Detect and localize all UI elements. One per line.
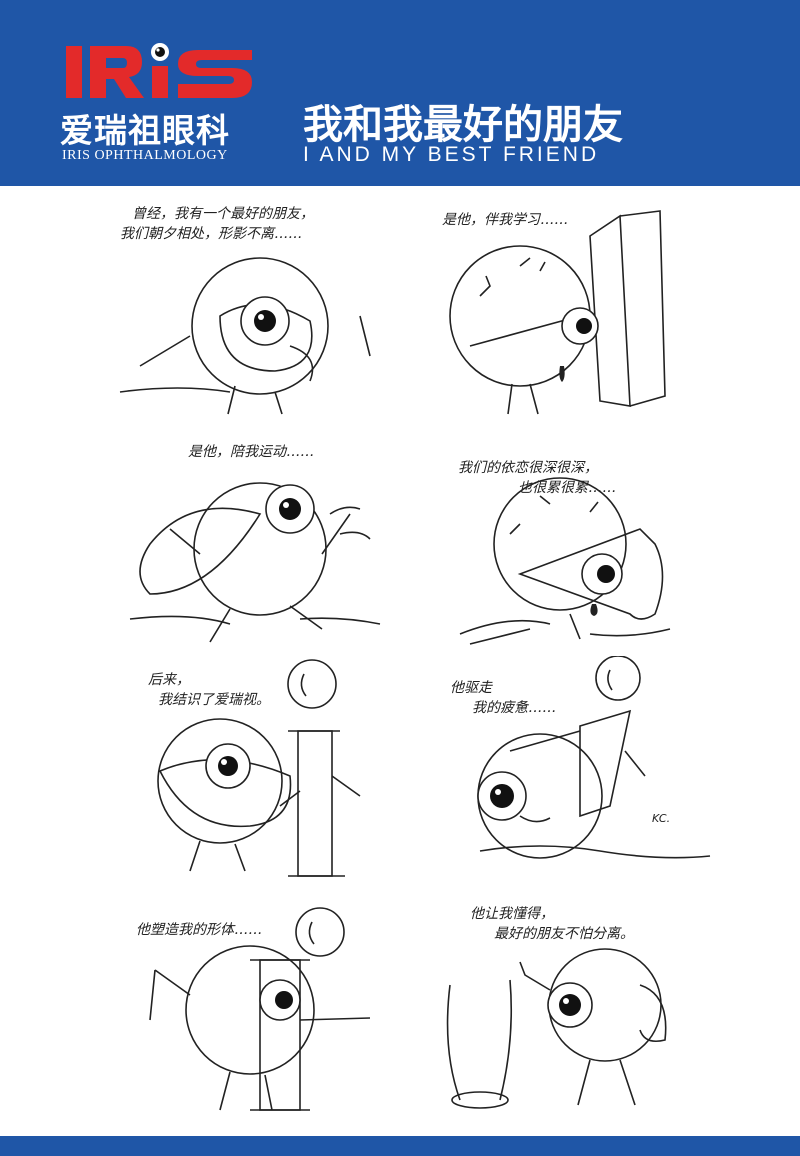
caption-line: 他让我懂得， [470,906,554,922]
panel-5-caption: 后来， 我结识了爱瑞视。 [148,670,270,710]
comic-panel-4: 我们的依恋很深很深， 也很累很累…… [430,434,800,656]
page-title-english: I AND MY BEST FRIEND [303,143,600,166]
caption-line: 他驱走 [450,680,492,696]
eyeball-meets-letter-i-icon [157,659,361,877]
eyeball-with-glasses-icon [119,257,371,415]
panel-4-caption: 我们的依恋很深很深， 也很累很累…… [458,458,616,498]
caption-line: 他塑造我的形体…… [136,922,262,938]
caption-line: 我们朝夕相处，形影不离…… [120,226,302,242]
caption-line: 是他，陪我运动…… [188,444,314,460]
caption-line: 曾经，我有一个最好的朋友， [132,206,314,222]
iris-logo: 爱瑞祖眼科 IRIS OPHTHALMOLOGY [60,38,260,168]
eyeball-tired-crawling-icon [459,477,671,645]
panel-3-caption: 是他，陪我运动…… [188,442,314,462]
caption-line: 最好的朋友不怕分离。 [494,926,634,942]
panel-6-caption: 他驱走 我的疲惫…… [450,678,556,718]
eyeball-waving-goodbye-icon [446,948,667,1109]
caption-line: 后来， [148,672,190,688]
page-title-chinese: 我和我最好的朋友 [303,102,623,148]
comic-panel-2: 是他，伴我学习…… [430,196,800,418]
letter-i-massaging-eyeball-icon [477,656,711,859]
comic-panel-7: 他塑造我的形体…… [60,900,430,1122]
caption-line: 也很累很累…… [518,480,616,496]
artist-signature: KC. [652,812,671,825]
letter-i-shaping-eyeball-icon [149,907,371,1111]
comic-panel-3: 是他，陪我运动…… [60,434,430,656]
logo-english-name: IRIS OPHTHALMOLOGY [62,148,228,163]
panel-1-caption: 曾经，我有一个最好的朋友， 我们朝夕相处，形影不离…… [120,204,314,244]
footer-bar [0,1136,800,1156]
caption-line: 是他，伴我学习…… [442,212,568,228]
panel-7-caption: 他塑造我的形体…… [136,920,262,940]
logo-chinese-name: 爱瑞祖眼科 [60,111,230,150]
comic-panel-8: 他让我懂得， 最好的朋友不怕分离。 [430,900,800,1122]
comic-panel-1: 曾经，我有一个最好的朋友， 我们朝夕相处，形影不离…… [60,196,430,418]
panel-2-caption: 是他，伴我学习…… [442,210,568,230]
header-banner: 爱瑞祖眼科 IRIS OPHTHALMOLOGY 我和我最好的朋友 I AND … [0,0,800,186]
caption-line: 我的疲惫…… [472,700,556,716]
eyeball-running-icon [129,482,381,643]
caption-line: 我们的依恋很深很深， [458,460,598,476]
panel-8-caption: 他让我懂得， 最好的朋友不怕分离。 [470,904,634,944]
caption-line: 我结识了爱瑞视。 [158,692,270,708]
comic-panel-6: 他驱走 我的疲惫…… KC. [430,656,800,878]
iris-logo-letters [66,43,252,98]
eyeball-reading-book-icon [449,210,666,415]
comic-panel-5: 后来， 我结识了爱瑞视。 [60,656,430,878]
